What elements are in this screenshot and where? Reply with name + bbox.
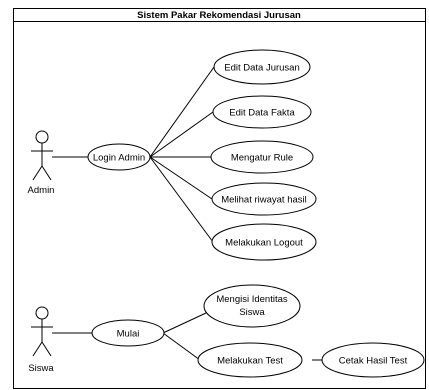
login-to-edit-fakta-line [149, 111, 214, 158]
use-case-edit-data-fakta: Edit Data Fakta [212, 95, 312, 129]
use-case-melakukan-logout: Melakukan Logout [211, 223, 317, 261]
login-to-logout-line [149, 156, 214, 243]
use-case-mengisi-identitas-line2: Siswa [239, 307, 265, 318]
login-to-riwayat-hasil-line [149, 156, 213, 200]
use-case-cetak-hasil-test-label: Cetak Hasil Test [339, 356, 408, 367]
use-case-edit-data-jurusan: Edit Data Jurusan [213, 49, 311, 85]
use-case-mengatur-rule: Mengatur Rule [210, 140, 314, 174]
stick-figure-icon [31, 306, 53, 357]
use-case-melakukan-logout-label: Melakukan Logout [225, 238, 303, 249]
use-case-melihat-riwayat-hasil: Melihat riwayat hasil [211, 182, 317, 216]
mulai-to-melakukan-test-line [162, 332, 201, 361]
use-case-edit-data-jurusan-label: Edit Data Jurusan [224, 63, 300, 74]
actor-siswa-label: Siswa [28, 363, 54, 374]
connections [52, 66, 322, 361]
mulai-to-mengisi-identitas-line [162, 312, 207, 334]
stick-figure-icon [31, 130, 53, 181]
login-to-edit-jurusan-line [149, 66, 215, 158]
use-case-melakukan-test: Melakukan Test [197, 342, 303, 378]
actor-admin-label: Admin [28, 185, 55, 196]
use-case-mulai-label: Mulai [117, 329, 140, 340]
use-case-mulai: Mulai [91, 319, 165, 347]
use-case-login-admin-label: Login Admin [93, 153, 145, 164]
actor-siswa: Siswa [28, 306, 54, 374]
use-case-mengatur-rule-label: Mengatur Rule [231, 153, 293, 164]
use-case-melakukan-test-label: Melakukan Test [217, 356, 283, 367]
use-case-cetak-hasil-test: Cetak Hasil Test [321, 342, 425, 378]
system-boundary-frame [13, 8, 426, 389]
system-title: Sistem Pakar Rekomendasi Jurusan [137, 10, 301, 21]
use-case-mengisi-identitas-siswa: Mengisi Identitas Siswa [203, 284, 301, 328]
use-case-melihat-riwayat-hasil-label: Melihat riwayat hasil [221, 195, 307, 206]
use-case-mengisi-identitas-line1: Mengisi Identitas [216, 294, 288, 305]
system-boundary: Sistem Pakar Rekomendasi Jurusan [13, 8, 426, 389]
use-case-login-admin: Login Admin [87, 143, 151, 171]
actor-admin: Admin [28, 130, 55, 196]
use-case-edit-data-fakta-label: Edit Data Fakta [229, 108, 295, 119]
